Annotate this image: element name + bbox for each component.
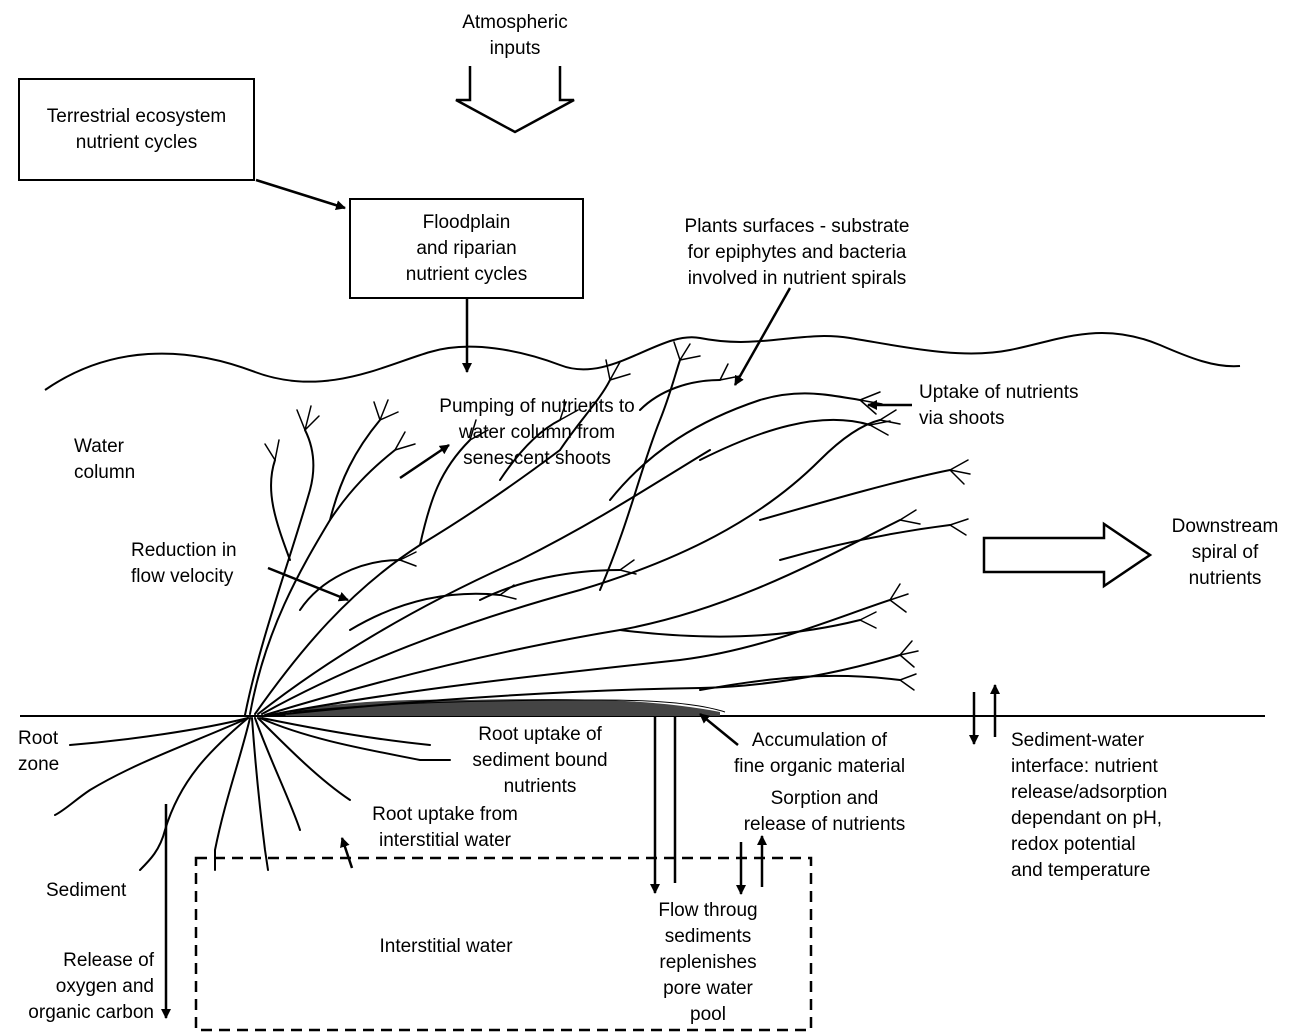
sorption-release-label: Sorption and release of nutrients — [722, 786, 927, 838]
terrestrial-cycles-label: Terrestrial ecosystem nutrient cycles — [47, 104, 227, 156]
interstitial-water-label: Interstitial water — [356, 934, 536, 960]
downstream-spiral-arrow — [984, 524, 1150, 586]
flow-through-sediments-label: Flow throug sediments replenishes pore w… — [628, 898, 788, 1028]
release-oxygen-label: Release of oxygen and organic carbon — [2, 948, 154, 1026]
accumulation-organic-label: Accumulation of fine organic material — [712, 728, 927, 780]
downstream-spiral-label: Downstream spiral of nutrients — [1152, 514, 1298, 592]
plant-surfaces-label: Plants surfaces - substrate for epiphyte… — [652, 214, 942, 292]
root-zone-label: Root zone — [18, 726, 108, 778]
sediment-label: Sediment — [46, 878, 166, 904]
floodplain-cycles-box: Floodplain and riparian nutrient cycles — [349, 198, 584, 299]
pumping-nutrients-label: Pumping of nutrients to water column fro… — [412, 394, 662, 472]
terrestrial-to-floodplain-arrow — [256, 180, 345, 208]
atmospheric-input-arrow — [456, 66, 574, 132]
water-column-label: Water column — [74, 434, 194, 486]
terrestrial-cycles-box: Terrestrial ecosystem nutrient cycles — [18, 78, 255, 181]
sediment-water-interface-label: Sediment-water interface: nutrient relea… — [1011, 728, 1231, 884]
uptake-shoots-label: Uptake of nutrients via shoots — [919, 380, 1119, 432]
root-uptake-sediment-label: Root uptake of sediment bound nutrients — [450, 722, 630, 800]
root-uptake-interstitial-label: Root uptake from interstitial water — [350, 802, 540, 854]
reduction-flow-label: Reduction in flow velocity — [131, 538, 291, 590]
plant-surfaces-arrow — [735, 288, 790, 385]
atmospheric-inputs-label: Atmospheric inputs — [430, 10, 600, 62]
floodplain-cycles-label: Floodplain and riparian nutrient cycles — [406, 210, 527, 288]
